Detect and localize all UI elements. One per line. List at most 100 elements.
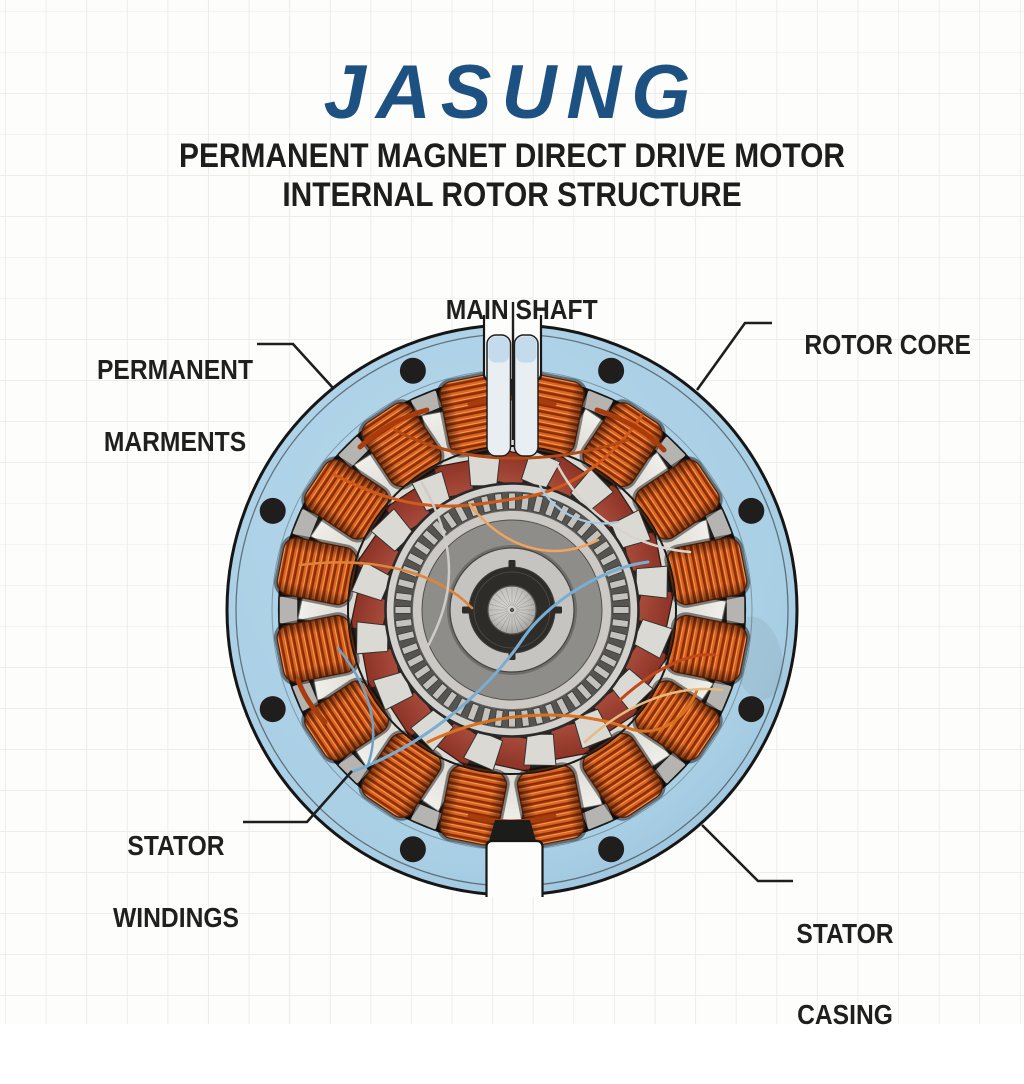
bolt-hole: [738, 497, 765, 524]
shaft-brush-line: [514, 593, 529, 608]
shaft-brush-line: [513, 589, 524, 607]
rotor-light-ring: [412, 510, 612, 710]
leader-stator-windings: [243, 770, 353, 824]
bolt-hole: [399, 836, 426, 863]
rotor-lamination-segment: [413, 540, 432, 556]
bearing-ring: [450, 548, 574, 672]
ring-edge: [449, 547, 575, 673]
tooth-outer-block: [725, 595, 746, 625]
coil-shading: [361, 733, 442, 818]
rotor-lamination-segment: [397, 630, 416, 642]
rotor-lamination-segment: [592, 540, 611, 556]
tooth-outer-block: [580, 389, 615, 418]
rotor-lamination-segment: [611, 618, 630, 628]
shaft-center-dot: [509, 607, 515, 613]
tooth-outer-block: [291, 507, 320, 542]
stator-coil: [610, 456, 723, 549]
rotor-lamination-segment: [406, 653, 425, 668]
page-title: PERMANENT MAGNET DIRECT DRIVE MOTOR INTE…: [61, 137, 962, 215]
rotor-lamination-segment: [394, 606, 412, 614]
rotor-lamination-segment: [584, 673, 603, 691]
coil-shading: [361, 402, 442, 487]
tooth-outer-block: [278, 595, 299, 625]
top-notch-tab: [513, 334, 539, 457]
leader-stator-casing: [701, 824, 793, 883]
bottom-notch-tab: [489, 820, 536, 841]
shaft-brush-line: [491, 598, 509, 609]
leader-permanent-magnets: [257, 342, 334, 389]
rotor-lamination-segment: [604, 642, 624, 656]
rotor-lamination-segment: [421, 529, 440, 547]
shaft-brush-line: [512, 587, 519, 607]
slot-wedge-holder: [635, 565, 668, 599]
label-stator-windings: STATOR WINDINGS: [113, 830, 239, 933]
coil-shading: [277, 615, 357, 683]
rotor-lamination-segment: [394, 592, 413, 602]
shaft-brush-line: [500, 613, 511, 631]
bolt-hole: [738, 696, 765, 723]
rotor-lamination-segment: [421, 673, 440, 691]
leader-lines: [243, 302, 793, 883]
slot-wedge: [356, 621, 389, 655]
label-stator-casing: STATOR CASING: [796, 918, 894, 1030]
shaft-brush-line: [495, 612, 510, 627]
ring-inner-shadow: [447, 545, 577, 675]
shaft-brush-line: [512, 613, 519, 633]
rotor-lamination-segment: [406, 552, 425, 567]
hub-tab: [462, 606, 471, 614]
label-main-shaft: MAIN SHAFT: [445, 294, 598, 325]
shaft-brush-line: [489, 603, 509, 610]
tooth-outer-block: [653, 751, 687, 785]
shaft-brush-line: [513, 613, 524, 631]
winding-wire: [554, 460, 692, 554]
tooth-outer-block: [704, 507, 733, 542]
leader-rotor-core: [695, 321, 772, 391]
coil-shading: [304, 459, 389, 540]
stator-coil: [273, 612, 389, 686]
winding-wire: [583, 687, 724, 744]
winding-wire: [468, 503, 600, 553]
top-notch-tab-tint: [488, 336, 509, 363]
rotor-lamination-segment: [532, 495, 544, 514]
coil-shading: [667, 537, 747, 605]
page-title-line1: PERMANENT MAGNET DIRECT DRIVE MOTOR: [178, 137, 846, 175]
rotor-lamination-segment: [442, 511, 458, 530]
stator-coil: [573, 708, 666, 821]
hub-tab: [508, 560, 516, 569]
slot-wedge: [523, 733, 557, 766]
rotor-lamination-segment: [555, 697, 570, 716]
coil-shading: [582, 402, 663, 487]
stator-coil: [358, 399, 451, 512]
winding-wire: [350, 560, 650, 774]
shaft-brush-line: [505, 587, 512, 607]
bolt-hole: [399, 357, 426, 384]
winding-wire: [420, 481, 451, 648]
shaft-brush-line: [505, 613, 512, 633]
shaft-brush-line: [515, 611, 533, 622]
rotor-lamination-segment: [566, 511, 582, 530]
shaft-brush-line: [515, 603, 535, 610]
rotor-lamination-segment: [466, 702, 480, 722]
tooth-outer-block: [409, 802, 444, 831]
rotor-lamination-segment: [599, 653, 618, 668]
coil-jumper-wire: [295, 677, 328, 725]
winding-wire: [618, 653, 717, 702]
slot-wedge: [467, 454, 501, 487]
bottom-notch: [485, 839, 544, 897]
coil-shading: [277, 537, 357, 605]
rotor-lamination-segment: [611, 592, 630, 602]
winding-wire: [426, 688, 699, 744]
rotor-lamination-segment: [555, 504, 570, 523]
winding-wire: [393, 428, 630, 460]
winding-wire: [298, 561, 474, 610]
rotor-lamination-segment: [575, 682, 593, 701]
rotor-medium-ring: [422, 520, 602, 700]
shaft-brush-line: [489, 610, 509, 617]
rotor-lamination-segment: [394, 618, 413, 628]
coil-shading: [635, 459, 720, 540]
coil-jumper-wire: [357, 407, 430, 450]
stator-coil: [358, 707, 454, 821]
label-rotor-core: ROTOR CORE: [804, 329, 971, 360]
motor-cross-section: [225, 315, 799, 897]
shaft-brush-line: [515, 610, 535, 617]
